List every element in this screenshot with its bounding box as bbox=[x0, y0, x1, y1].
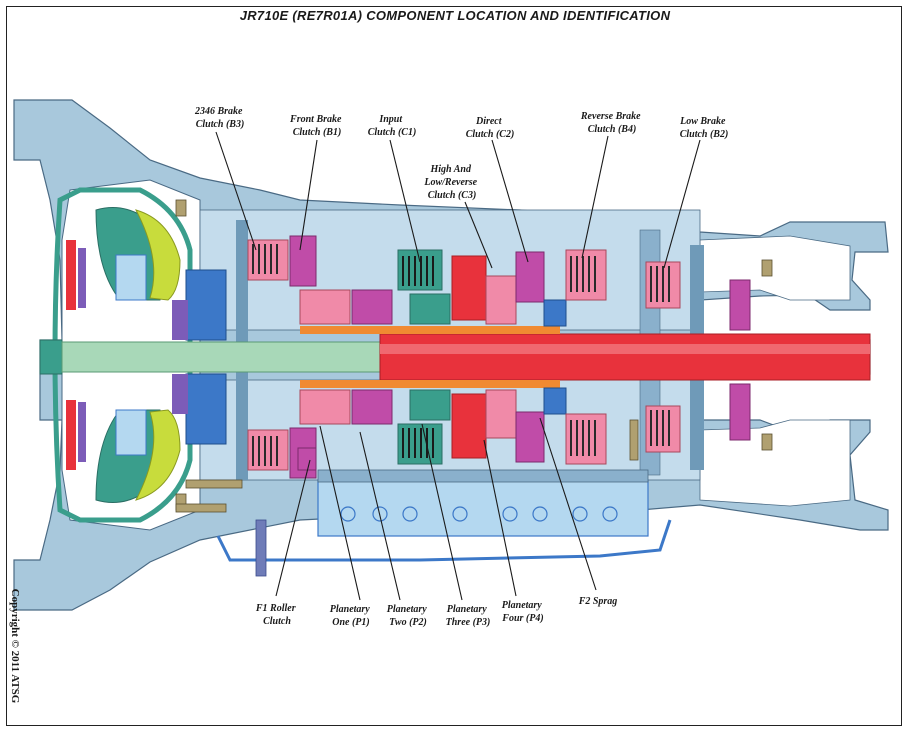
label-p3-line1: Planetary bbox=[447, 604, 488, 615]
label-p2-line2: Two (P2) bbox=[389, 617, 427, 628]
label-p2-line1: Planetary bbox=[387, 604, 428, 615]
label-c3-line3: Clutch (C3) bbox=[428, 190, 477, 201]
label-f1-line2: Clutch bbox=[263, 616, 291, 627]
label-p4-line2: Four (P4) bbox=[501, 613, 543, 624]
valve-body bbox=[216, 469, 672, 577]
label-p4-line1: Planetary bbox=[502, 600, 543, 611]
label-b3-line2: Clutch (B3) bbox=[196, 119, 245, 130]
clutch-c2 bbox=[515, 251, 545, 463]
clutch-c1 bbox=[397, 249, 443, 465]
component-labels: 2346 Brake Clutch (B3) Front Brake Clutc… bbox=[194, 106, 728, 628]
label-f2: F2 Sprag bbox=[578, 596, 618, 607]
planetary-p1 bbox=[299, 289, 351, 425]
case-bolts bbox=[175, 199, 773, 513]
label-b1-line1: Front Brake bbox=[289, 114, 342, 125]
label-b1-line2: Clutch (B1) bbox=[293, 127, 342, 138]
label-c1-line1: Input bbox=[378, 114, 403, 125]
label-c3-line1: High And bbox=[430, 164, 472, 175]
label-b4-line1: Reverse Brake bbox=[580, 111, 641, 122]
clutch-c3 bbox=[451, 255, 487, 459]
label-c1-line2: Clutch (C1) bbox=[368, 127, 417, 138]
shafts bbox=[61, 326, 871, 388]
label-c2: Direct Clutch (C2) bbox=[466, 116, 515, 140]
planetary-p2 bbox=[351, 289, 393, 425]
label-p3-line2: Three (P3) bbox=[446, 617, 491, 628]
label-b4-line2: Clutch (B4) bbox=[588, 124, 637, 135]
label-b4: Reverse Brake Clutch (B4) bbox=[580, 111, 643, 135]
label-c1: Input Clutch (C1) bbox=[368, 114, 417, 138]
label-b2-line2: Clutch (B2) bbox=[680, 129, 729, 140]
label-b1: Front Brake Clutch (B1) bbox=[289, 114, 344, 138]
label-p1: Planetary One (P1) bbox=[330, 604, 373, 628]
copyright-notice: Copyright © 2011 ATSG bbox=[9, 588, 21, 704]
torque-converter bbox=[39, 187, 193, 523]
clutch-b2 bbox=[645, 261, 681, 453]
label-c3: High And Low/Reverse Clutch (C3) bbox=[423, 164, 479, 201]
label-c2-line1: Direct bbox=[475, 116, 503, 127]
oil-pump bbox=[172, 269, 227, 445]
label-b2-line1: Low Brake bbox=[679, 116, 726, 127]
label-p1-line2: One (P1) bbox=[332, 617, 370, 628]
planetary-p3 bbox=[409, 293, 451, 421]
f1-roller-clutch bbox=[297, 447, 317, 471]
f2-sprag bbox=[543, 299, 567, 415]
label-p3: Planetary Three (P3) bbox=[446, 604, 491, 628]
label-b3-line1: 2346 Brake bbox=[194, 106, 243, 117]
clutch-b4 bbox=[565, 249, 607, 465]
label-c2-line2: Clutch (C2) bbox=[466, 129, 515, 140]
label-f2-line1: F2 Sprag bbox=[578, 596, 618, 607]
label-p4: Planetary Four (P4) bbox=[501, 600, 544, 624]
leader-lines bbox=[215, 131, 701, 601]
label-p2: Planetary Two (P2) bbox=[387, 604, 430, 628]
label-c3-line2: Low/Reverse bbox=[423, 177, 477, 188]
label-p1-line1: Planetary bbox=[330, 604, 371, 615]
label-f1-line1: F1 Roller bbox=[255, 603, 296, 614]
label-f1: F1 Roller Clutch bbox=[255, 603, 298, 627]
label-b2: Low Brake Clutch (B2) bbox=[679, 116, 728, 140]
diagram-title: JR710E (RE7R01A) COMPONENT LOCATION AND … bbox=[239, 8, 671, 23]
label-b3: 2346 Brake Clutch (B3) bbox=[194, 106, 245, 130]
output-flange bbox=[729, 279, 751, 441]
planetary-p4 bbox=[485, 275, 517, 439]
